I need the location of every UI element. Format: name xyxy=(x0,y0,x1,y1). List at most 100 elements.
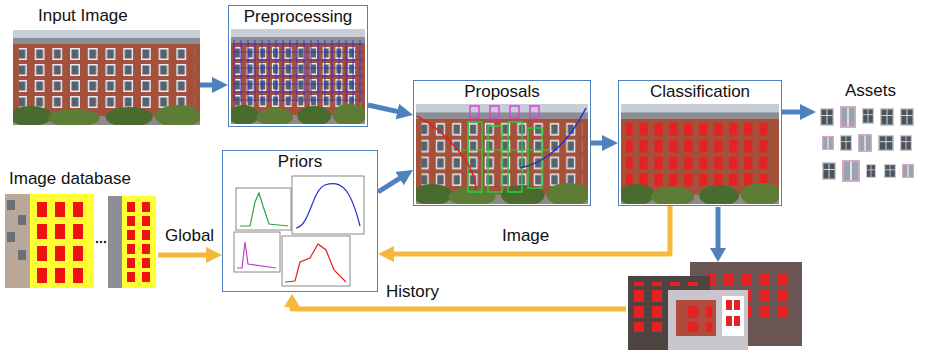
flow-arrow xyxy=(782,110,803,115)
database-images xyxy=(30,194,94,288)
stage-box: Preprocessing xyxy=(228,5,368,127)
database-images xyxy=(5,194,156,288)
prior-plots xyxy=(285,244,346,282)
history-images xyxy=(722,296,744,336)
history-images xyxy=(734,316,740,326)
input-photo xyxy=(9,30,202,127)
asset-thumbnails xyxy=(858,134,872,152)
proposals-photo xyxy=(470,106,479,118)
prior-plots xyxy=(234,176,364,286)
to-history-arrow xyxy=(716,207,721,249)
flow-label: History xyxy=(384,282,441,302)
asset-thumbnails xyxy=(840,135,852,151)
database-images xyxy=(37,268,47,283)
database-images xyxy=(73,268,83,283)
edge-label: Global xyxy=(163,226,216,246)
classification-photo xyxy=(618,104,781,206)
stage-box: Proposals xyxy=(413,80,591,206)
history-arrow xyxy=(284,294,300,307)
database-images xyxy=(55,268,65,283)
image-panel: Input Image xyxy=(8,5,200,127)
history-images xyxy=(680,304,712,332)
prior-plots xyxy=(240,193,288,226)
connectors xyxy=(158,85,803,255)
database-images xyxy=(7,232,15,242)
database-images xyxy=(7,200,15,210)
database-images xyxy=(142,244,150,254)
database-images xyxy=(127,272,135,282)
flow-arrow xyxy=(391,206,670,254)
to-history-arrow xyxy=(710,207,726,262)
database-images xyxy=(127,258,135,268)
database-images xyxy=(37,224,47,239)
database-images xyxy=(73,246,83,261)
database-images xyxy=(142,230,150,240)
asset-thumbnails xyxy=(842,160,860,182)
database-images xyxy=(18,250,26,260)
proposals-photo xyxy=(490,106,499,118)
database-images xyxy=(104,241,107,244)
node-title: Priors xyxy=(223,151,377,173)
database-images xyxy=(55,246,65,261)
asset-thumbnails xyxy=(820,106,914,182)
database-panel: Image database xyxy=(3,168,158,290)
database-images xyxy=(127,216,135,226)
preprocessing-photo xyxy=(228,29,366,126)
database-images xyxy=(142,258,150,268)
history-images xyxy=(668,290,748,350)
node-title: Image database xyxy=(3,168,158,190)
proposals-photo xyxy=(412,104,589,206)
database-images xyxy=(5,194,31,288)
database-images xyxy=(96,241,99,244)
asset-thumbnails xyxy=(880,108,894,126)
database-images xyxy=(55,224,65,239)
flow-arrow xyxy=(368,105,400,112)
asset-thumbnails xyxy=(866,164,876,178)
flow-arrow xyxy=(378,177,402,192)
asset-thumbnails xyxy=(884,164,896,178)
to-history-arrow xyxy=(710,248,726,262)
asset-thumbnails xyxy=(900,135,912,151)
asset-thumbnails xyxy=(822,136,834,150)
proposals-photo xyxy=(528,128,542,188)
database-images xyxy=(127,202,135,212)
database-images xyxy=(100,241,103,244)
asset-thumbnails xyxy=(840,106,856,128)
asset-panel: Assets xyxy=(816,80,925,190)
database-images xyxy=(142,202,150,212)
database-images xyxy=(55,202,65,217)
node-title: Assets xyxy=(816,80,925,102)
database-images xyxy=(122,196,156,288)
asset-thumbnails xyxy=(900,108,914,126)
proposals-photo xyxy=(520,108,586,168)
database-images xyxy=(73,202,83,217)
proposals-photo xyxy=(412,104,589,206)
node-title: Classification xyxy=(619,81,781,103)
stage-box: Classification xyxy=(618,80,782,206)
history-arrow xyxy=(292,306,626,309)
proposals-photo xyxy=(510,106,519,118)
proposals-photo xyxy=(530,106,539,118)
edge-label: Image xyxy=(500,226,551,246)
node-title: Proposals xyxy=(414,81,590,103)
flow-arrow xyxy=(158,253,209,258)
database-images xyxy=(142,216,150,226)
database-images xyxy=(18,215,26,225)
input-photo xyxy=(9,30,202,127)
prior-plots xyxy=(292,176,364,234)
prior-plots xyxy=(296,183,360,228)
prior-plots xyxy=(282,236,350,286)
asset-thumbnails xyxy=(862,108,874,124)
database-images xyxy=(142,272,150,282)
history-images xyxy=(628,262,802,350)
proposals-photo xyxy=(460,149,550,150)
database-images xyxy=(127,230,135,240)
asset-thumbnails xyxy=(902,164,914,178)
database-images xyxy=(108,196,124,288)
prior-plots xyxy=(234,232,280,272)
node-title: Input Image xyxy=(8,5,200,27)
flow-arrow xyxy=(200,83,215,88)
